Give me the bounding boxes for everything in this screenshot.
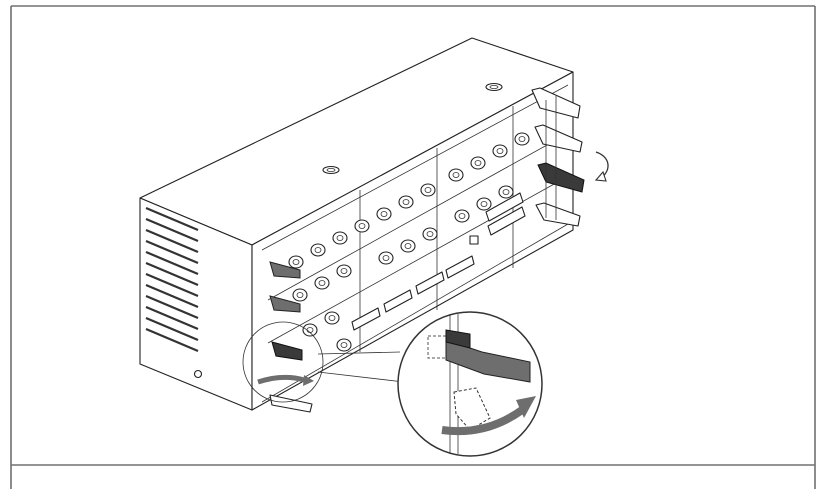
- bnc-connector-row-top: [288, 132, 530, 269]
- bnc-connector-icon: [492, 144, 508, 158]
- figure-frame: [10, 5, 816, 489]
- detail-highlight-circle: [242, 321, 324, 403]
- ejector-lever-icon: [269, 261, 301, 279]
- side-vent-grille: [145, 206, 199, 353]
- bnc-connector-icon: [448, 168, 464, 182]
- ejector-lever-right-column: [531, 87, 585, 227]
- bnc-connector-icon: [336, 338, 352, 352]
- bnc-connector-icon: [514, 132, 530, 146]
- bnc-connector-icon: [454, 209, 470, 223]
- bnc-connector-icon: [288, 255, 304, 269]
- bnc-connector-icon: [400, 239, 416, 253]
- dsub-connector-row: [302, 192, 526, 352]
- rotation-arrow-icon: [441, 396, 536, 436]
- hand-icon: [453, 387, 491, 431]
- bnc-connector-icon: [292, 288, 308, 302]
- bnc-connector-icon: [310, 243, 326, 257]
- bnc-connector-icon: [314, 276, 330, 290]
- bnc-connector-row-middle: [292, 185, 514, 302]
- ejector-lever-icon: [534, 124, 583, 153]
- ejector-lever-icon: [269, 394, 313, 413]
- dsub-connector-icon: [485, 192, 524, 222]
- ejector-lever-left-column: [269, 261, 313, 413]
- bnc-connector-icon: [376, 207, 392, 221]
- ejector-lever-icon: [535, 202, 581, 227]
- rotation-arrow-icon: [594, 151, 609, 182]
- port-icon: [469, 235, 479, 245]
- bnc-connector-icon: [324, 311, 340, 325]
- bnc-connector-icon: [398, 195, 414, 209]
- bnc-connector-icon: [470, 156, 486, 170]
- ejector-lever-icon: [445, 329, 531, 383]
- ejector-lever-icon: [269, 295, 301, 313]
- bnc-connector-icon: [498, 185, 514, 199]
- magnified-callout: [397, 311, 543, 457]
- ejector-lever-icon: [271, 341, 303, 361]
- bnc-connector-icon: [302, 323, 318, 337]
- bnc-connector-icon: [422, 227, 438, 241]
- dsub-connector-icon: [351, 307, 381, 331]
- callout-leader-lines: [317, 351, 405, 383]
- dsub-connector-icon: [383, 289, 413, 313]
- bnc-connector-icon: [476, 197, 492, 211]
- dsub-connector-icon: [415, 271, 445, 295]
- bnc-connector-icon: [332, 231, 348, 245]
- dsub-connector-icon: [487, 206, 526, 236]
- ejector-lever-icon: [537, 162, 585, 193]
- bnc-connector-icon: [420, 183, 436, 197]
- dsub-connector-icon: [445, 255, 475, 279]
- bnc-connector-icon: [378, 251, 394, 265]
- bnc-connector-icon: [336, 264, 352, 278]
- bnc-connector-icon: [354, 219, 370, 233]
